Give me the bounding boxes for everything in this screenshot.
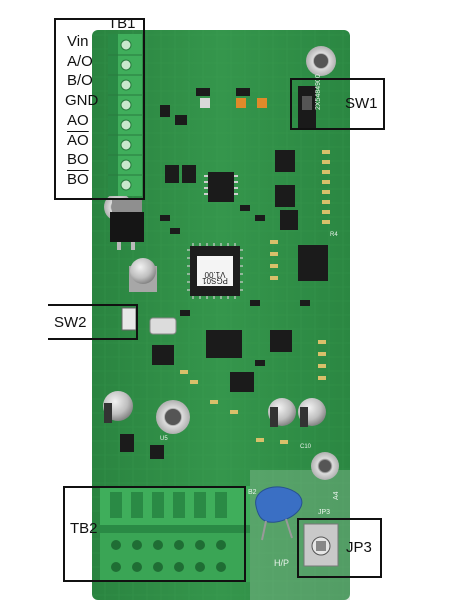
fuse xyxy=(200,98,267,108)
chip-marking: PGS01 xyxy=(202,276,228,285)
callout-sw2 xyxy=(48,304,138,340)
terminal-block-tb1 xyxy=(108,34,142,196)
tb1-pin-vin: Vin xyxy=(67,33,89,50)
label-tb2: TB2 xyxy=(70,520,98,537)
hp-label: H/P xyxy=(274,558,289,568)
callout-jp3 xyxy=(297,518,382,578)
callout-sw1 xyxy=(290,78,385,130)
main-microcontroller xyxy=(187,243,243,299)
chip-marking: V1.00 xyxy=(204,270,225,279)
callout-tb1 xyxy=(54,18,145,200)
crystal xyxy=(149,317,177,335)
ceramic-capacitor xyxy=(255,486,303,541)
tb1-pin-bo-inverted: BO xyxy=(67,171,89,188)
tb1-pin-a-o: A/O xyxy=(67,53,93,70)
voltage-regulator xyxy=(110,200,144,250)
a4-silk: A4 xyxy=(333,491,340,500)
tb1-pin-ao: AO xyxy=(67,112,89,129)
b2-silk: B2 xyxy=(248,489,257,496)
ic-pins xyxy=(204,175,238,195)
slide-switch-sw1 xyxy=(298,86,316,130)
label-sw1: SW1 xyxy=(345,95,378,112)
label-sw2: SW2 xyxy=(54,314,87,331)
tb1-pin-bo: BO xyxy=(67,151,89,168)
silkscreen-text: V1.00 PGS01 2X5484900 H/P JP3 B2 A4 R4 C… xyxy=(160,74,340,568)
smd-components-middle xyxy=(120,330,292,459)
tb1-pin-gnd: GND xyxy=(65,92,99,109)
tb1-pin-b-o: B/O xyxy=(67,72,93,89)
c10-silk: C10 xyxy=(300,444,312,450)
jp3-silk: JP3 xyxy=(318,509,330,516)
label-jp3: JP3 xyxy=(346,539,372,556)
tb1-pin-ao-inverted: AO xyxy=(67,132,89,149)
jumper-jp3 xyxy=(303,523,339,567)
r4-silk: R4 xyxy=(330,232,338,238)
electrolytic-capacitor xyxy=(103,258,326,427)
u5-silk: U5 xyxy=(160,436,168,442)
part-number: 2X5484900 xyxy=(315,74,322,110)
label-tb1: TB1 xyxy=(108,15,136,32)
smd-passives xyxy=(160,150,330,444)
terminal-block-tb2 xyxy=(100,486,250,582)
smd-components-top xyxy=(160,88,328,281)
callout-tb2 xyxy=(63,486,246,582)
